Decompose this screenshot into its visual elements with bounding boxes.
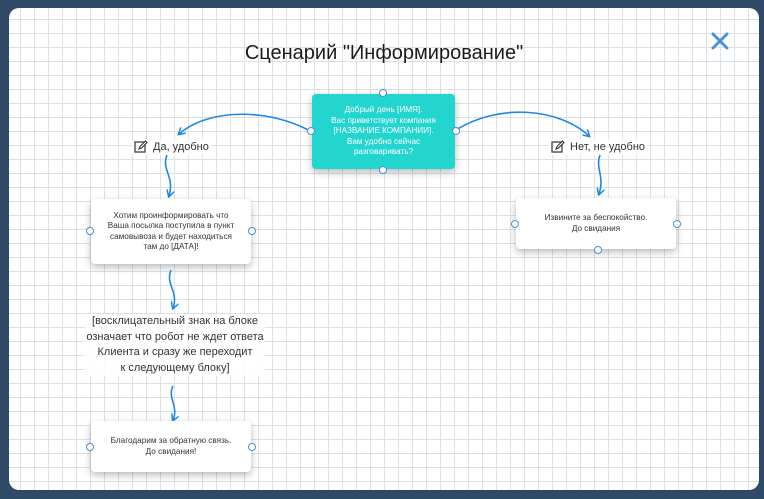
port-handle[interactable] [511,220,519,228]
port-handle[interactable] [452,127,460,135]
edit-icon[interactable] [551,140,565,154]
link-note-to-thanks [170,385,174,420]
port-handle[interactable] [86,443,94,451]
port-handle[interactable] [594,246,602,254]
option-no-label: Нет, не удобно [570,141,646,153]
close-icon [711,32,729,50]
link-no-to-sorry [599,154,601,194]
note-text: [восклицательный знак на блоке означает … [85,314,265,376]
option-yes-label: Да, удобно [153,141,209,153]
link-start-to-yes [179,113,313,134]
connector-lines [164,111,759,490]
link-inform-to-note [168,269,174,308]
port-handle[interactable] [673,220,681,228]
port-handle[interactable] [248,443,256,451]
scenario-modal: Сценарий "Информирование" Добрый день [И… [9,8,759,490]
sorry-node[interactable]: Извините за беспокойство. До свидания [516,198,676,249]
inform-node[interactable]: Хотим проинформировать что Ваша посылка … [91,199,251,264]
port-handle[interactable] [86,227,94,235]
link-start-to-no [455,111,589,136]
edit-icon[interactable] [134,140,148,154]
port-handle[interactable] [379,166,387,174]
port-handle[interactable] [248,227,256,235]
option-no[interactable]: Нет, не удобно [549,139,648,155]
thanks-node[interactable]: Благодарим за обратную связь. До свидани… [91,421,251,472]
close-button[interactable] [707,28,733,54]
page-title: Сценарий "Информирование" [244,42,524,64]
option-yes[interactable]: Да, удобно [132,139,211,155]
start-node[interactable]: Добрый день [ИМЯ]. Вас приветствует комп… [312,94,455,169]
port-handle[interactable] [307,127,315,135]
port-handle[interactable] [379,89,387,97]
link-yes-to-inform [164,154,170,196]
